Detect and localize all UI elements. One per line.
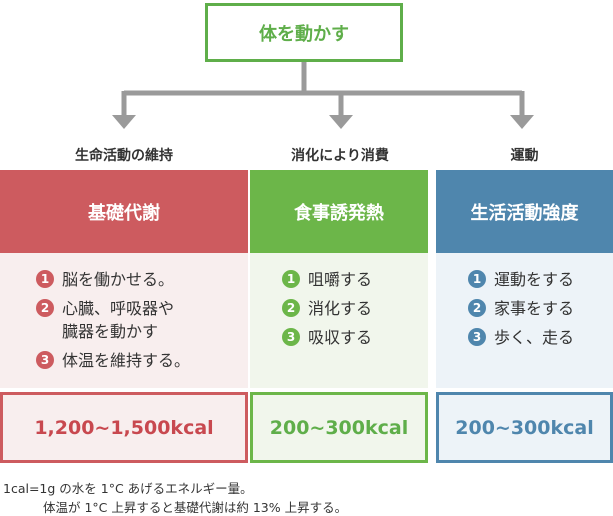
- footnote-line-1: 1cal=1g の水を 1°C あげるエネルギー量。: [3, 481, 253, 496]
- list-item: 2 心臓、呼吸器や 臓器を動かす: [36, 297, 248, 343]
- root-node: 体を動かす: [205, 3, 403, 62]
- list-item: 1 咀嚼する: [282, 268, 428, 291]
- column-header-bmr-label: 基礎代謝: [88, 202, 160, 224]
- list-item: 3 歩く、走る: [468, 326, 613, 349]
- list-item: 2 消化する: [282, 297, 428, 320]
- list-item-text: 体温を維持する。: [62, 351, 191, 370]
- column-header-activity: 生活活動強度: [436, 170, 613, 253]
- number-badge-2: 2: [282, 299, 300, 317]
- list-item: 2 家事をする: [468, 297, 613, 320]
- footnote-line-2: 体温が 1°C 上昇すると基礎代謝は約 13% 上昇する。: [43, 500, 348, 515]
- list-item-text: 心臓、呼吸器や 臓器を動かす: [62, 299, 175, 341]
- root-node-label: 体を動かす: [259, 23, 349, 45]
- arrow-head-left: [112, 115, 136, 129]
- arrow-head-center: [329, 115, 353, 129]
- number-badge-3: 3: [36, 351, 54, 369]
- number-badge-2: 2: [468, 299, 486, 317]
- column-header-dit: 食事誘発熱: [250, 170, 428, 253]
- column-header-bmr: 基礎代謝: [0, 170, 248, 253]
- list-item: 1 運動をする: [468, 268, 613, 291]
- arrow-head-right: [510, 115, 534, 129]
- column-body-bmr: 1 脳を働かせる。 2 心臓、呼吸器や 臓器を動かす 3 体温を維持する。: [0, 253, 248, 388]
- number-badge-2: 2: [36, 299, 54, 317]
- list-item: 3 体温を維持する。: [36, 349, 248, 372]
- kcal-box-activity: 200~300kcal: [436, 392, 613, 463]
- column-body-dit: 1 咀嚼する 2 消化する 3 吸収する: [250, 253, 428, 388]
- number-badge-3: 3: [282, 328, 300, 346]
- kcal-value-activity: 200~300kcal: [455, 416, 594, 439]
- list-item-text: 歩く、走る: [494, 328, 575, 347]
- list-item-text: 咀嚼する: [308, 270, 373, 289]
- number-badge-1: 1: [36, 270, 54, 288]
- list-item-text: 家事をする: [494, 299, 575, 318]
- kcal-value-bmr: 1,200~1,500kcal: [34, 416, 214, 439]
- list-item-text: 吸収する: [308, 328, 373, 347]
- category-label-dit: 消化により消費: [291, 148, 389, 164]
- list-item-text: 運動をする: [494, 270, 575, 289]
- list-item-text: 消化する: [308, 299, 373, 318]
- kcal-box-dit: 200~300kcal: [250, 392, 428, 463]
- number-badge-3: 3: [468, 328, 486, 346]
- number-badge-1: 1: [468, 270, 486, 288]
- list-item-text: 脳を働かせる。: [62, 270, 175, 289]
- list-item: 3 吸収する: [282, 326, 428, 349]
- list-item: 1 脳を働かせる。: [36, 268, 248, 291]
- column-body-activity: 1 運動をする 2 家事をする 3 歩く、走る: [436, 253, 613, 388]
- category-label-activity: 運動: [510, 148, 539, 164]
- column-header-dit-label: 食事誘発熱: [294, 202, 384, 224]
- kcal-box-bmr: 1,200~1,500kcal: [0, 392, 248, 463]
- connector-arrows: [112, 62, 534, 129]
- kcal-value-dit: 200~300kcal: [269, 416, 409, 439]
- column-header-activity-label: 生活活動強度: [470, 202, 579, 224]
- category-label-bmr: 生命活動の維持: [75, 148, 173, 164]
- number-badge-1: 1: [282, 270, 300, 288]
